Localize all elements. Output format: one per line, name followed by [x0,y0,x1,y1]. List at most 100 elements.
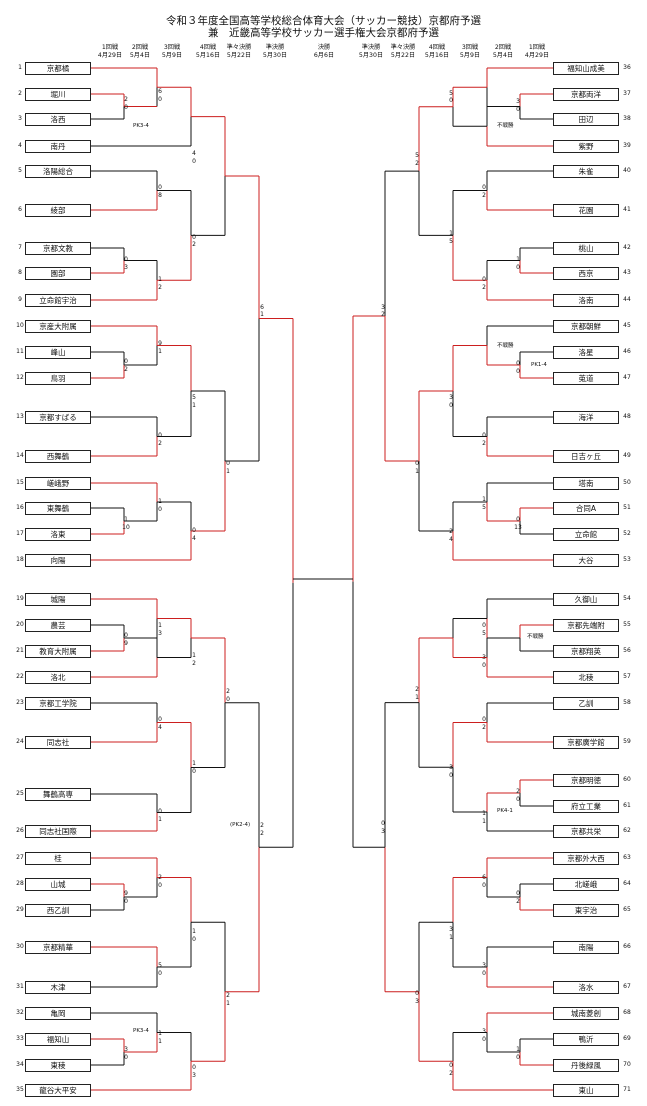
team-name-box: 花園 [553,204,619,217]
team-name-box: 峰山 [25,346,91,359]
match-score: 3 [449,926,453,933]
team-name-box: 京都廣学館 [553,736,619,749]
match-score: 0 [482,276,486,283]
match-score: 0 [516,516,520,523]
round-name: 準々決勝 [226,44,252,51]
match-score: 0 [158,96,162,103]
team-name-box: 府立工業 [553,800,619,813]
team-name-box: 東稜 [25,1059,91,1072]
match-score: 3 [192,1072,196,1079]
team-seed-number: 66 [623,943,631,950]
team-seed-number: 35 [16,1086,24,1093]
round-date: 5月30日 [358,52,384,59]
team-name-box: 洛南 [553,294,619,307]
match-score: 0 [158,882,162,889]
team-seed-number: 4 [18,142,22,149]
match-score: 0 [482,1036,486,1043]
match-note: (PK2-4) [230,822,251,828]
team-seed-number: 14 [16,452,24,459]
match-score: 0 [124,358,128,365]
team-seed-number: 70 [623,1061,631,1068]
team-name-box: 京都朝鮮 [553,320,619,333]
team-seed-number: 25 [16,790,24,797]
match-score: 1 [192,760,196,767]
round-name: 決勝 [317,44,331,51]
team-name-box: 洛東 [25,528,91,541]
round-name: 4回戦 [428,44,446,51]
team-seed-number: 31 [16,983,24,990]
match-score: 4 [192,150,196,157]
match-note: 不戦勝 [497,123,514,129]
match-score: 0 [516,264,520,271]
match-note: 不戦勝 [527,634,544,640]
match-score: 3 [482,962,486,969]
match-note: PK3-4 [133,123,149,129]
team-seed-number: 64 [623,880,631,887]
match-score: 2 [260,830,264,837]
team-seed-number: 2 [18,90,22,97]
match-score: 1 [192,402,196,409]
team-seed-number: 56 [623,647,631,654]
team-name-box: 教育大附属 [25,645,91,658]
match-score: 0 [482,622,486,629]
team-name-box: 南陽 [553,941,619,954]
match-note: PK3-4 [133,1028,149,1034]
match-score: 0 [482,662,486,669]
team-name-box: 乙訓 [553,697,619,710]
team-seed-number: 19 [16,595,24,602]
team-name-box: 京都すばる [25,411,91,424]
round-date: 5月4日 [492,52,514,59]
team-name-box: 洛星 [553,346,619,359]
match-score: 1 [158,1038,162,1045]
team-seed-number: 26 [16,827,24,834]
round-name: 1回戦 [101,44,119,51]
team-seed-number: 27 [16,854,24,861]
team-name-box: 福知山 [25,1033,91,1046]
team-seed-number: 32 [16,1009,24,1016]
match-score: 2 [449,1070,453,1077]
team-seed-number: 49 [623,452,631,459]
team-seed-number: 13 [16,413,24,420]
team-seed-number: 24 [16,738,24,745]
team-seed-number: 59 [623,738,631,745]
team-name-box: 北稜 [553,671,619,684]
match-score: 1 [158,498,162,505]
team-name-box: 西舞鶴 [25,450,91,463]
match-score: 9 [124,640,128,647]
team-name-box: 同志社 [25,736,91,749]
team-name-box: 洛北 [25,671,91,684]
team-seed-number: 55 [623,621,631,628]
match-score: 0 [482,970,486,977]
team-name-box: 京都外大西 [553,852,619,865]
team-seed-number: 18 [16,556,24,563]
round-date: 5月16日 [195,52,221,59]
team-seed-number: 39 [623,142,631,149]
match-score: 5 [449,238,453,245]
match-score: 4 [192,535,196,542]
team-seed-number: 40 [623,167,631,174]
team-seed-number: 44 [623,296,631,303]
team-name-box: 桃山 [553,242,619,255]
round-date: 5月30日 [262,52,288,59]
team-seed-number: 9 [18,296,22,303]
team-seed-number: 1 [18,64,22,71]
round-name: 1回戦 [528,44,546,51]
match-score: 0 [516,360,520,367]
team-name-box: 京都橘 [25,62,91,75]
match-score: 3 [449,764,453,771]
match-score: 1 [482,818,486,825]
team-seed-number: 54 [623,595,631,602]
team-seed-number: 46 [623,348,631,355]
team-name-box: 鴨沂 [553,1033,619,1046]
team-seed-number: 34 [16,1061,24,1068]
match-score: 1 [449,230,453,237]
match-score: 0 [192,527,196,534]
team-name-box: 北嵯峨 [553,878,619,891]
team-seed-number: 61 [623,802,631,809]
team-name-box: 莵道 [553,372,619,385]
